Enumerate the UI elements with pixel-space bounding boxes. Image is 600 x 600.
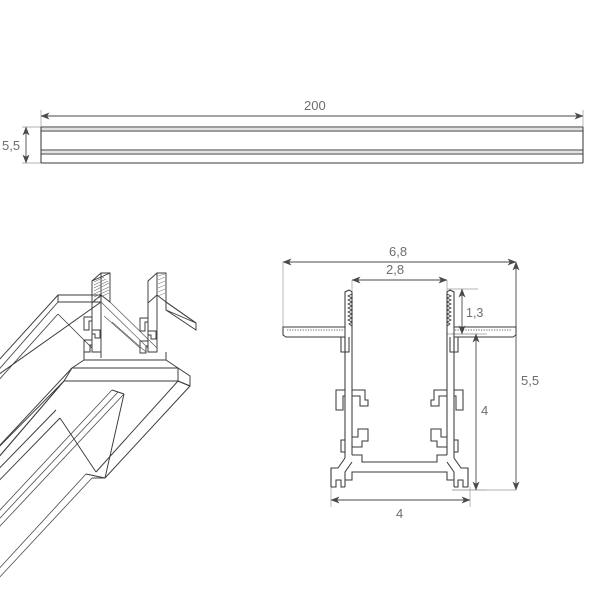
dim-label-side-height: 5,5 bbox=[2, 138, 20, 153]
side-elevation-view bbox=[22, 110, 584, 164]
dim-label-flange-depth: 1,3 bbox=[466, 306, 483, 320]
dim-label-outer-width: 6,8 bbox=[389, 244, 407, 259]
cross-section-view bbox=[282, 258, 520, 507]
isometric-view bbox=[0, 272, 197, 578]
profile-bar-body bbox=[40, 126, 584, 164]
serration-left bbox=[347, 293, 353, 327]
serration-right bbox=[446, 293, 452, 327]
dim-label-base-width: 4 bbox=[396, 506, 403, 521]
dim-label-body-height: 4 bbox=[481, 403, 488, 418]
dim-label-length: 200 bbox=[304, 98, 326, 113]
dim-label-inner-width: 2,8 bbox=[386, 262, 404, 277]
dim-label-total-height: 5,5 bbox=[521, 373, 539, 388]
